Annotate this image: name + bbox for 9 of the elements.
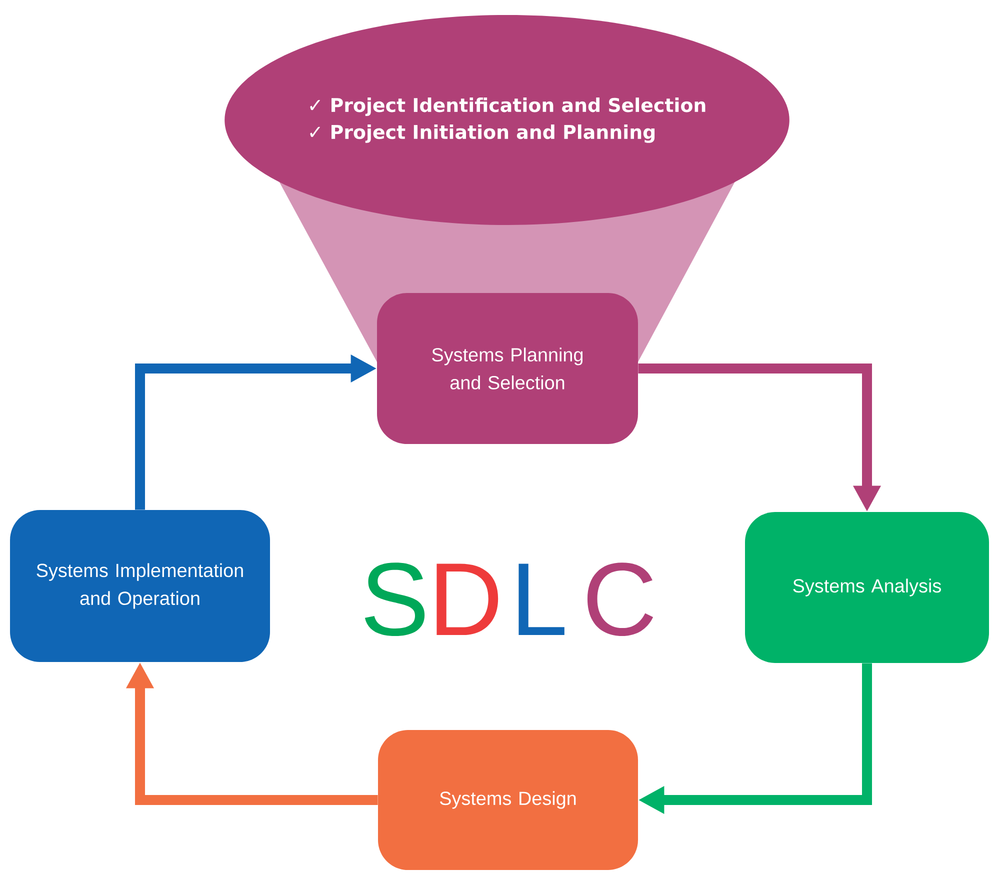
sdlc-letter: D xyxy=(436,564,498,635)
sdlc-letter: C xyxy=(587,562,654,636)
process-box: Systems Design xyxy=(378,730,638,870)
process-box: Systems Implementation and Operation xyxy=(10,510,270,662)
ellipse-bubble: ✓ Project Identification and Selection ✓ Project Initiation and Planning xyxy=(224,15,790,225)
sdlc-letter: S xyxy=(364,562,425,636)
process-box: Systems Planning and Selection xyxy=(377,293,638,444)
sdlc-letter: L xyxy=(518,564,564,635)
process-box: Systems Analysis xyxy=(745,512,989,663)
